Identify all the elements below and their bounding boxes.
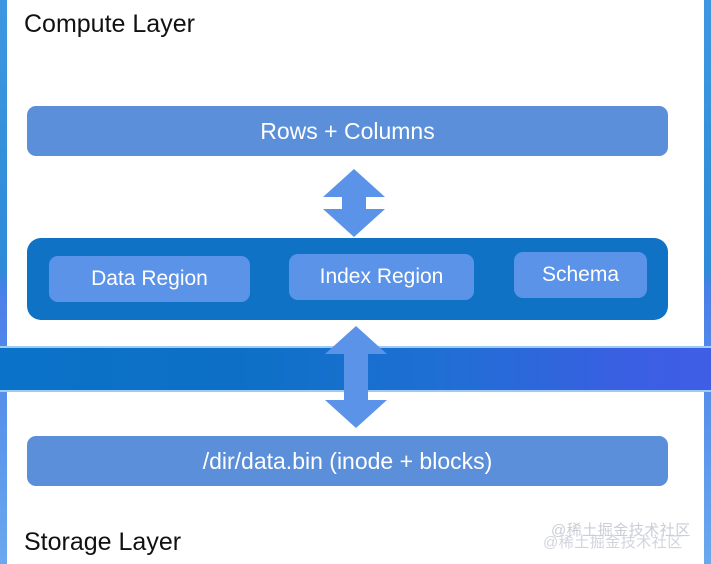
slide-content-card: Compute Layer Rows + Columns Data Region… bbox=[7, 0, 704, 564]
region-pill-index-label: Index Region bbox=[319, 265, 444, 288]
right-edge-rail bbox=[704, 0, 711, 564]
arrow-head-down bbox=[323, 209, 385, 237]
storage-file-label: /dir/data.bin (inode + blocks) bbox=[202, 447, 493, 474]
rows-columns-label: Rows + Columns bbox=[260, 117, 435, 144]
region-pill-schema: Schema bbox=[514, 252, 647, 298]
arrow-head-down bbox=[325, 400, 387, 428]
compute-internal-arrow-icon bbox=[323, 169, 385, 237]
region-container: Data Region Index Region Schema bbox=[27, 238, 668, 320]
region-pill-schema-label: Schema bbox=[541, 263, 620, 286]
storage-file-bar: /dir/data.bin (inode + blocks) bbox=[27, 436, 668, 486]
region-pill-data-label: Data Region bbox=[91, 267, 208, 290]
left-edge-rail bbox=[0, 0, 7, 564]
arrow-shaft bbox=[344, 352, 368, 402]
compute-storage-arrow-icon bbox=[325, 326, 387, 428]
rows-columns-bar: Rows + Columns bbox=[27, 106, 668, 156]
arrow-head-up bbox=[325, 326, 387, 354]
storage-layer-caption: Storage Layer bbox=[24, 528, 182, 556]
arrow-shaft bbox=[342, 195, 366, 213]
compute-layer-caption: Compute Layer bbox=[24, 10, 195, 38]
region-pill-data: Data Region bbox=[49, 256, 250, 302]
arrow-head-up bbox=[323, 169, 385, 197]
region-pill-index: Index Region bbox=[289, 254, 474, 300]
